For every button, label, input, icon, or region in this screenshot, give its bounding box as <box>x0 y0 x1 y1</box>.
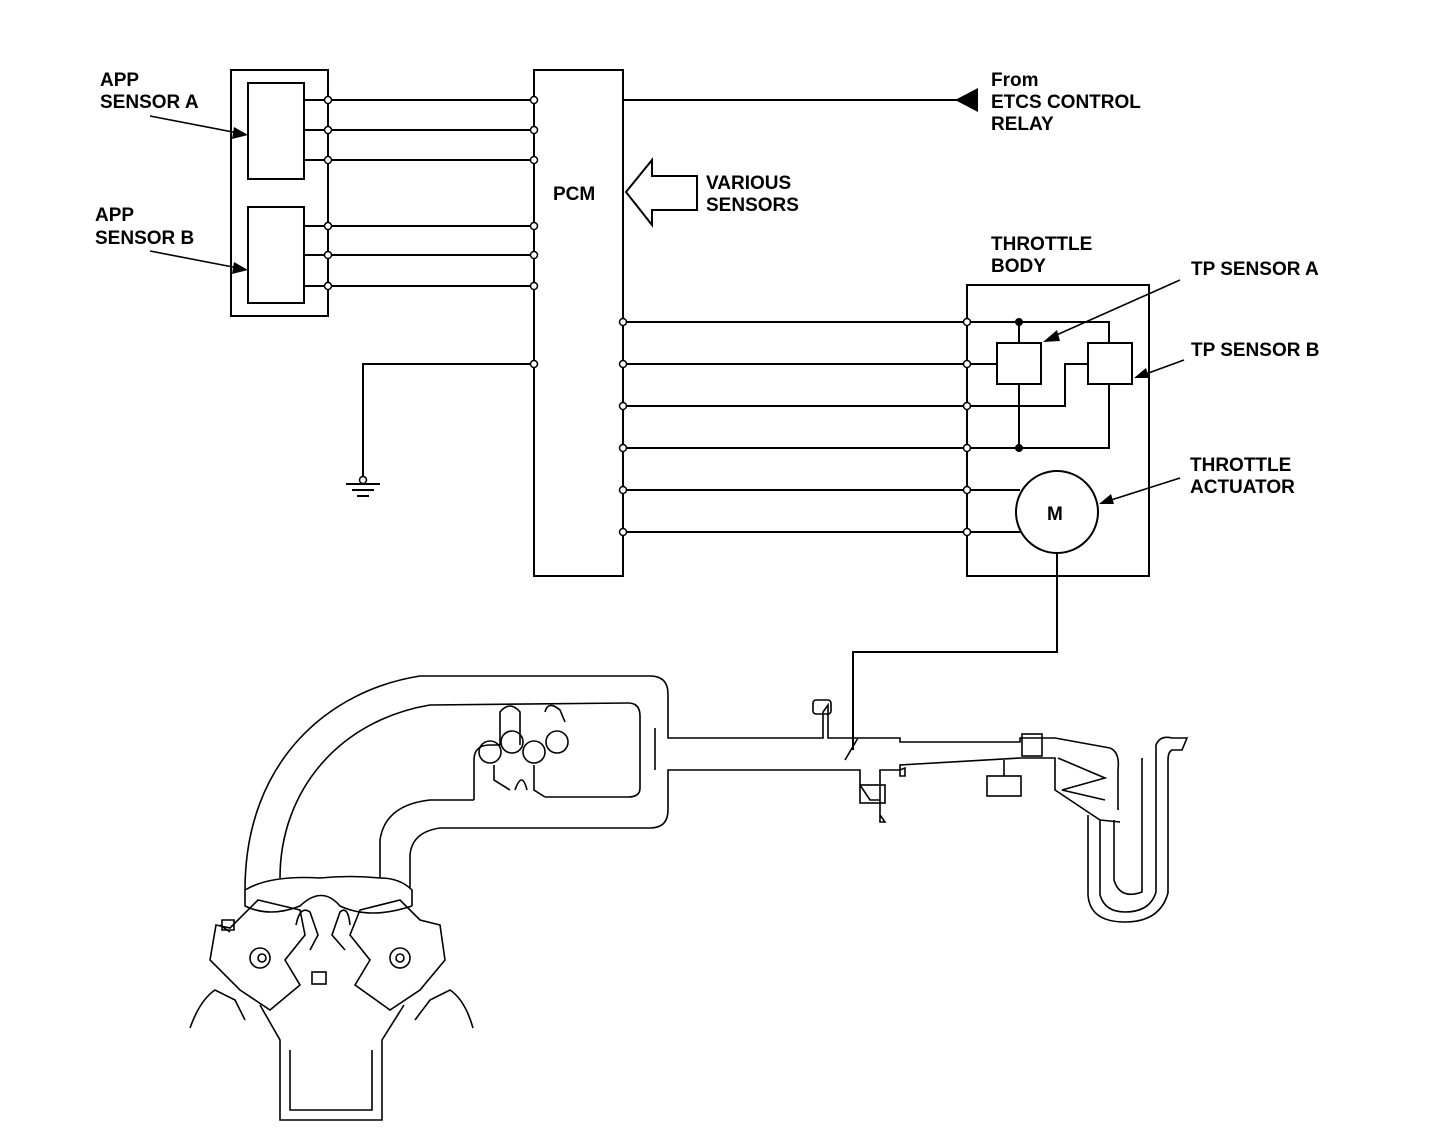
from-relay-label-line3: RELAY <box>991 114 1054 135</box>
various-sensors-arrow-icon <box>624 157 698 228</box>
throttle-actuator-label-line2: ACTUATOR <box>1190 477 1295 498</box>
ground-icon <box>358 475 368 485</box>
from-relay-label-line2: ETCS CONTROL <box>991 92 1141 113</box>
tp-sensor-circuit <box>967 318 1133 452</box>
input-arrow-icon <box>955 88 978 112</box>
motor-circuit: M <box>852 470 1099 750</box>
throttle-body-label-line1: THROTTLE <box>991 234 1092 255</box>
app-sensor-a-label-line2: SENSOR A <box>100 92 199 113</box>
tp-sensor-b-element <box>1087 342 1133 385</box>
tp-sensor-a-element <box>996 342 1042 385</box>
from-relay-label-line1: From <box>991 70 1039 91</box>
pointer-arrow-icon <box>1099 494 1114 504</box>
ground-wire <box>346 363 534 497</box>
app-sensor-b-label-line1: APP <box>95 205 134 226</box>
motor-label: M <box>1047 504 1063 525</box>
tp-sensor-a-label: TP SENSOR A <box>1191 259 1319 280</box>
app-sensor-wires <box>304 99 534 287</box>
throttle-actuator-label-line1: THROTTLE <box>1190 455 1291 476</box>
throttle-body-wires <box>623 321 967 533</box>
pointer-arrow-icon <box>1043 330 1060 342</box>
intake-system-illustration <box>189 675 1189 1121</box>
various-sensors-label-line1: VARIOUS <box>706 173 791 194</box>
junction-nodes <box>323 95 972 537</box>
app-sensor-b-element <box>247 206 305 304</box>
pointer-arrow-icon <box>232 262 248 274</box>
pointer-arrow-icon <box>232 127 248 139</box>
tp-sensor-b-label: TP SENSOR B <box>1191 340 1319 361</box>
app-sensor-a-label-line1: APP <box>100 70 139 91</box>
app-sensor-a-element <box>247 82 305 180</box>
etcs-relay-wire <box>623 88 978 112</box>
pcm-label: PCM <box>553 184 595 205</box>
pointer-arrow-icon <box>1134 368 1149 378</box>
various-sensors-label-line2: SENSORS <box>706 195 799 216</box>
app-sensor-b-label-line2: SENSOR B <box>95 228 194 249</box>
app-sensor-assembly <box>230 69 329 317</box>
throttle-body-label-line2: BODY <box>991 256 1046 277</box>
pcm-block <box>533 69 624 577</box>
